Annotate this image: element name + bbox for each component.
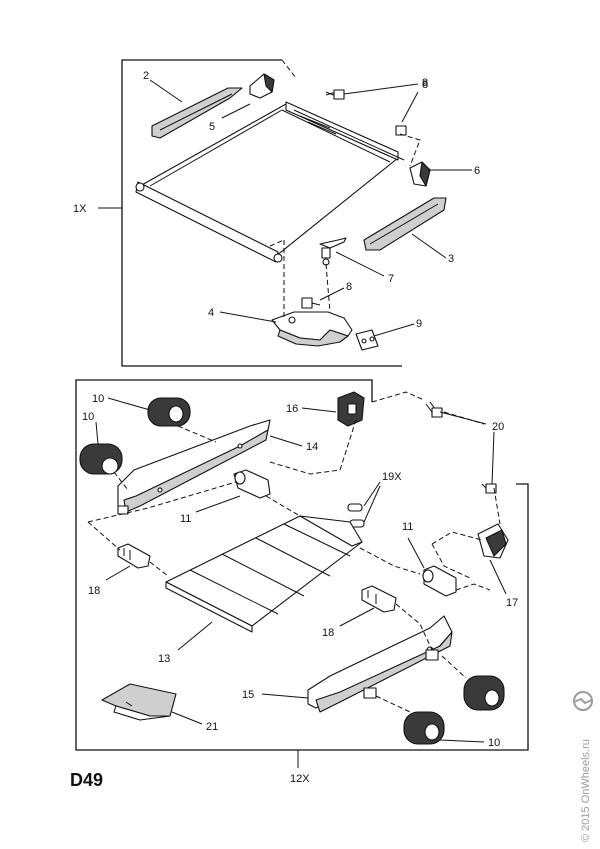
callout-10-upper: 10 (92, 393, 104, 405)
part-10-buffer-right-lower (403, 711, 445, 745)
callout-1x: 1X (73, 203, 87, 215)
part-14-left-rail (117, 419, 271, 515)
part-8-screw-middle (301, 297, 321, 309)
callout-labels: 2 5 8 8 6 1X 3 7 8 4 9 10 10 16 14 20 19… (73, 70, 518, 785)
callout-16: 16 (286, 403, 298, 415)
opel-logo-icon (573, 691, 593, 711)
callout-11-left: 11 (180, 513, 191, 525)
callout-9: 9 (416, 318, 422, 330)
part-5-left-end-cap (249, 73, 275, 99)
callout-15: 15 (242, 689, 254, 701)
callout-18-right: 18 (322, 627, 334, 639)
callout-3: 3 (448, 253, 454, 265)
callout-21: 21 (206, 721, 218, 733)
diagram-code: D49 (70, 770, 104, 790)
part-20-screw-right (481, 483, 497, 494)
part-15-right-rail (307, 615, 453, 713)
part-10-buffer-lower (79, 443, 123, 475)
part-10-buffer-upper (147, 397, 191, 427)
upper-leader-lines (98, 79, 472, 337)
lower-leader-lines (95, 397, 507, 743)
part-20-screw-top (425, 401, 443, 418)
callout-17: 17 (506, 597, 518, 609)
watermark: © 2015 OnWheels.ru (573, 691, 593, 842)
callout-11-right: 11 (402, 521, 413, 533)
callout-8-top: 8 (422, 77, 428, 89)
callout-13: 13 (158, 653, 170, 665)
callout-2: 2 (143, 70, 149, 82)
cover-blind-panel (135, 101, 405, 263)
callout-19x: 19X (382, 471, 402, 483)
callout-10-lower: 10 (82, 411, 94, 423)
lower-assembly-frame (75, 379, 529, 768)
callout-7: 7 (388, 273, 394, 285)
callout-5: 5 (209, 121, 215, 133)
callout-6: 6 (474, 165, 480, 177)
part-21-card (101, 683, 177, 721)
callout-18-left: 18 (88, 585, 100, 597)
part-13-slatted-cover (165, 515, 363, 633)
callout-12x: 12X (290, 773, 310, 785)
part-16-end-cap (337, 391, 365, 427)
callout-4: 4 (208, 307, 214, 319)
upper-assembly-frame (121, 59, 402, 367)
part-8-screw-top (325, 89, 345, 100)
upper-connection-lines (269, 133, 421, 318)
part-11-pin-left (233, 469, 271, 499)
part-11-pin-right (422, 565, 457, 597)
callout-14: 14 (306, 441, 318, 453)
part-9-clip (355, 329, 379, 351)
part-2-left-trim (151, 87, 243, 139)
part-3-right-trim (363, 197, 447, 251)
callout-10-bottom: 10 (488, 737, 500, 749)
callout-8-right: 8 (422, 79, 428, 91)
part-6-right-end-cap (409, 161, 431, 187)
part-18-spring-right (361, 585, 397, 613)
part-7-lever (319, 237, 347, 266)
part-17-end-cap (477, 523, 509, 559)
watermark-text: © 2015 OnWheels.ru (580, 739, 592, 842)
lower-connection-lines (87, 391, 501, 713)
callout-8-middle: 8 (346, 281, 352, 293)
part-10-buffer-right-upper (463, 675, 505, 711)
callout-20: 20 (492, 421, 504, 433)
part-18-spring-left (117, 543, 151, 569)
part-4-bracket (271, 311, 353, 347)
part-8-screw-right (395, 125, 407, 136)
